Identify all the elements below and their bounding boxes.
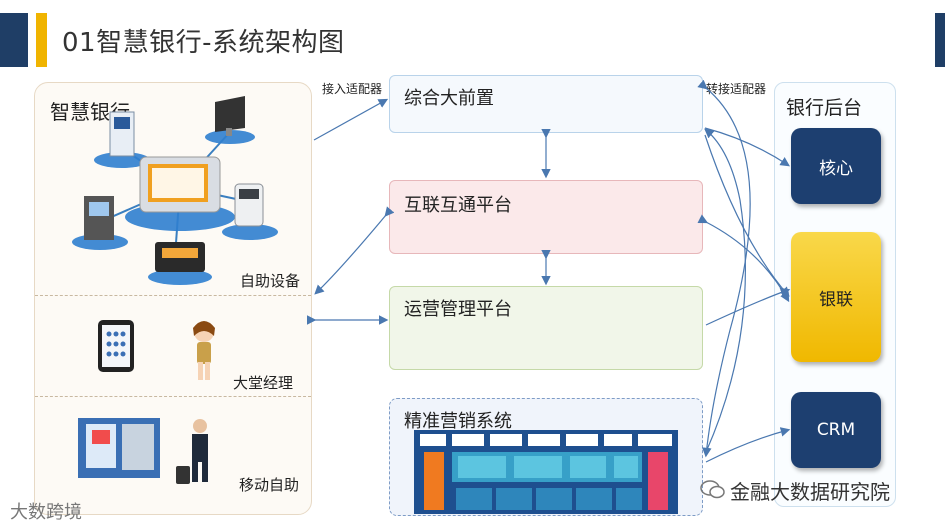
- crm-label: CRM: [816, 420, 856, 440]
- core-system-box: 核心: [791, 128, 881, 204]
- precision-marketing-system-label: 精准营销系统: [404, 411, 512, 432]
- integrated-front-end-box: 综合大前置: [389, 75, 703, 133]
- section-divider: [35, 396, 311, 397]
- title-bar-left-accent: [0, 13, 28, 67]
- mobile-self-service-label: 移动自助: [239, 476, 300, 494]
- smart-bank-panel: [34, 82, 312, 515]
- watermark-left: 大数跨境: [10, 498, 82, 524]
- interconnection-platform-label: 互联互通平台: [404, 195, 512, 216]
- title-bar-gold-accent: [36, 13, 47, 67]
- page-title: 01智慧银行-系统架构图: [62, 28, 345, 58]
- self-service-devices-label: 自助设备: [240, 272, 301, 290]
- mobile-self-service-illustration: [78, 418, 208, 484]
- wechat-icon: [700, 480, 725, 499]
- access-adapter-label: 接入适配器: [322, 82, 383, 96]
- self-service-devices-illustration: [72, 96, 278, 285]
- transfer-adapter-label: 转接适配器: [706, 82, 767, 96]
- integrated-front-end-label: 综合大前置: [404, 88, 494, 109]
- section-divider: [35, 295, 311, 296]
- unionpay-box: 银联: [791, 232, 881, 362]
- core-system-label: 核心: [819, 158, 853, 179]
- watermark-right: 金融大数据研究院: [730, 480, 890, 504]
- interconnection-platform-box: 互联互通平台: [389, 180, 703, 254]
- bank-backend-title: 银行后台: [786, 97, 863, 119]
- lobby-manager-illustration: [98, 320, 215, 380]
- lobby-manager-label: 大堂经理: [233, 374, 294, 392]
- unionpay-label: 银联: [819, 289, 853, 310]
- crm-box: CRM: [791, 392, 881, 468]
- watermark-left-text: 大数跨境: [10, 502, 82, 523]
- marketing-architecture-graphic: [414, 430, 678, 514]
- operations-management-platform-label: 运营管理平台: [404, 299, 512, 320]
- title-bar-right-accent: [935, 13, 945, 67]
- operations-management-platform-box: 运营管理平台: [389, 286, 703, 370]
